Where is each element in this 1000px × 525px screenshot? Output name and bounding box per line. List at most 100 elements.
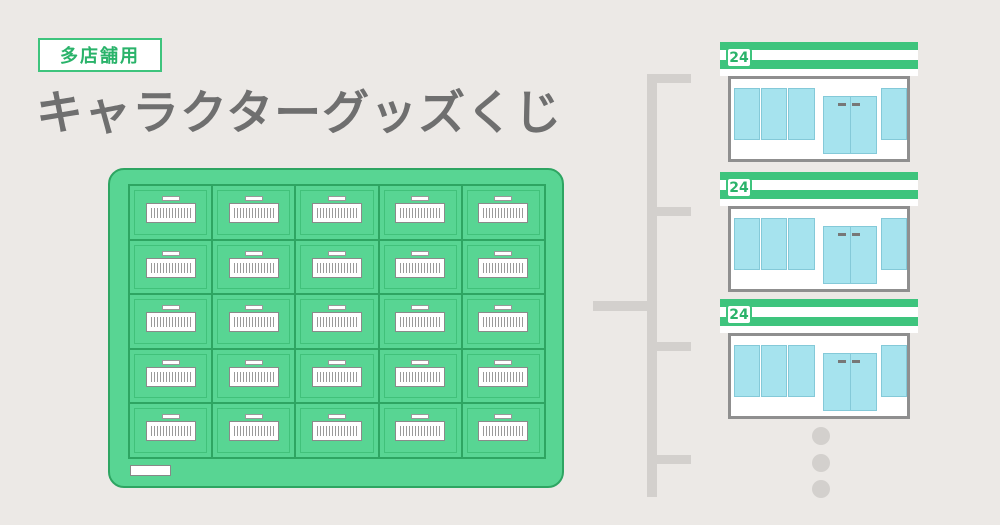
store-window xyxy=(788,345,815,397)
ticket-slot xyxy=(461,348,545,404)
door-handle xyxy=(838,233,846,236)
ticket-slot xyxy=(378,403,462,458)
store-sign: 24 xyxy=(726,47,752,68)
ticket-slot xyxy=(461,403,545,458)
roof-stripe xyxy=(720,60,918,69)
store-window xyxy=(788,218,815,270)
lottery-ticket xyxy=(228,203,279,223)
board-label-plate xyxy=(130,465,171,476)
lottery-ticket xyxy=(395,366,446,387)
store-window xyxy=(734,88,760,140)
connector-branch-2 xyxy=(647,207,691,216)
ticket-tab xyxy=(244,359,263,365)
connector-vertical xyxy=(647,74,657,497)
store-door xyxy=(823,96,877,154)
store-facade xyxy=(728,206,910,292)
ticket-slot xyxy=(129,403,213,458)
roof-stripe xyxy=(720,42,918,50)
lottery-ticket xyxy=(145,421,196,442)
ticket-tab xyxy=(411,196,430,201)
ticket-tab xyxy=(411,305,430,311)
more-dot xyxy=(812,480,830,498)
ticket-slot xyxy=(378,348,462,404)
lottery-ticket xyxy=(478,257,529,278)
store-roof: 24 xyxy=(720,172,918,206)
connector-horizontal-main xyxy=(593,301,653,311)
more-dot xyxy=(812,454,830,472)
lottery-ticket xyxy=(478,203,529,223)
ticket-tab xyxy=(161,359,180,365)
convenience-store-icon: 24 xyxy=(720,172,918,294)
ticket-tab xyxy=(161,414,180,420)
connector-branch-1 xyxy=(647,74,691,83)
ticket-tab xyxy=(244,305,263,311)
door-handle xyxy=(852,103,860,106)
store-roof: 24 xyxy=(720,299,918,333)
ticket-slot xyxy=(129,294,213,349)
lottery-ticket xyxy=(311,421,362,442)
ticket-tab xyxy=(244,196,263,201)
connector-branch-3 xyxy=(647,342,691,351)
store-window xyxy=(761,345,787,397)
ticket-slot xyxy=(129,239,213,295)
ticket-slot xyxy=(129,348,213,404)
lottery-ticket xyxy=(145,312,196,333)
store-door xyxy=(823,353,877,411)
ticket-tab xyxy=(494,414,513,420)
ticket-tab xyxy=(161,196,180,201)
more-dot xyxy=(812,427,830,445)
ticket-tab xyxy=(327,359,346,365)
lottery-ticket xyxy=(145,366,196,387)
ticket-slot xyxy=(461,294,545,349)
ticket-slot xyxy=(295,403,379,458)
lottery-ticket xyxy=(228,421,279,442)
convenience-store-icon: 24 xyxy=(720,42,918,164)
ticket-tab xyxy=(327,414,346,420)
lottery-ticket xyxy=(395,312,446,333)
ticket-slot xyxy=(461,239,545,295)
lottery-ticket xyxy=(228,312,279,333)
door-handle xyxy=(852,233,860,236)
lottery-board xyxy=(108,168,564,488)
ticket-slot xyxy=(212,403,296,458)
ticket-tab xyxy=(244,250,263,256)
ticket-tab xyxy=(327,305,346,311)
ticket-tab xyxy=(244,414,263,420)
ticket-tab xyxy=(411,414,430,420)
ticket-tab xyxy=(327,196,346,201)
ticket-tab xyxy=(327,250,346,256)
ticket-tab xyxy=(494,305,513,311)
page-title: キャラクターグッズくじ xyxy=(36,86,563,141)
store-window xyxy=(761,218,787,270)
ticket-slot xyxy=(378,294,462,349)
ticket-slot xyxy=(295,239,379,295)
door-handle xyxy=(838,103,846,106)
ticket-slot xyxy=(212,239,296,295)
ticket-slot xyxy=(378,185,462,240)
store-window xyxy=(881,88,907,140)
store-window xyxy=(881,218,907,270)
door-handle xyxy=(852,360,860,363)
ticket-tab xyxy=(494,196,513,201)
connector-branch-4 xyxy=(647,455,691,464)
ticket-slot xyxy=(295,294,379,349)
store-window xyxy=(734,345,760,397)
lottery-ticket xyxy=(478,366,529,387)
ticket-slot xyxy=(295,185,379,240)
ticket-tab xyxy=(494,250,513,256)
store-door xyxy=(823,226,877,284)
store-window xyxy=(881,345,907,397)
store-sign: 24 xyxy=(726,177,752,198)
ticket-slot xyxy=(295,348,379,404)
door-handle xyxy=(838,360,846,363)
lottery-ticket xyxy=(478,312,529,333)
ticket-slot xyxy=(129,185,213,240)
lottery-ticket xyxy=(311,203,362,223)
ticket-tab xyxy=(494,359,513,365)
store-window xyxy=(788,88,815,140)
ticket-tab xyxy=(411,250,430,256)
ticket-slot xyxy=(212,185,296,240)
ticket-tab xyxy=(161,305,180,311)
lottery-ticket xyxy=(145,257,196,278)
lottery-ticket xyxy=(478,421,529,442)
